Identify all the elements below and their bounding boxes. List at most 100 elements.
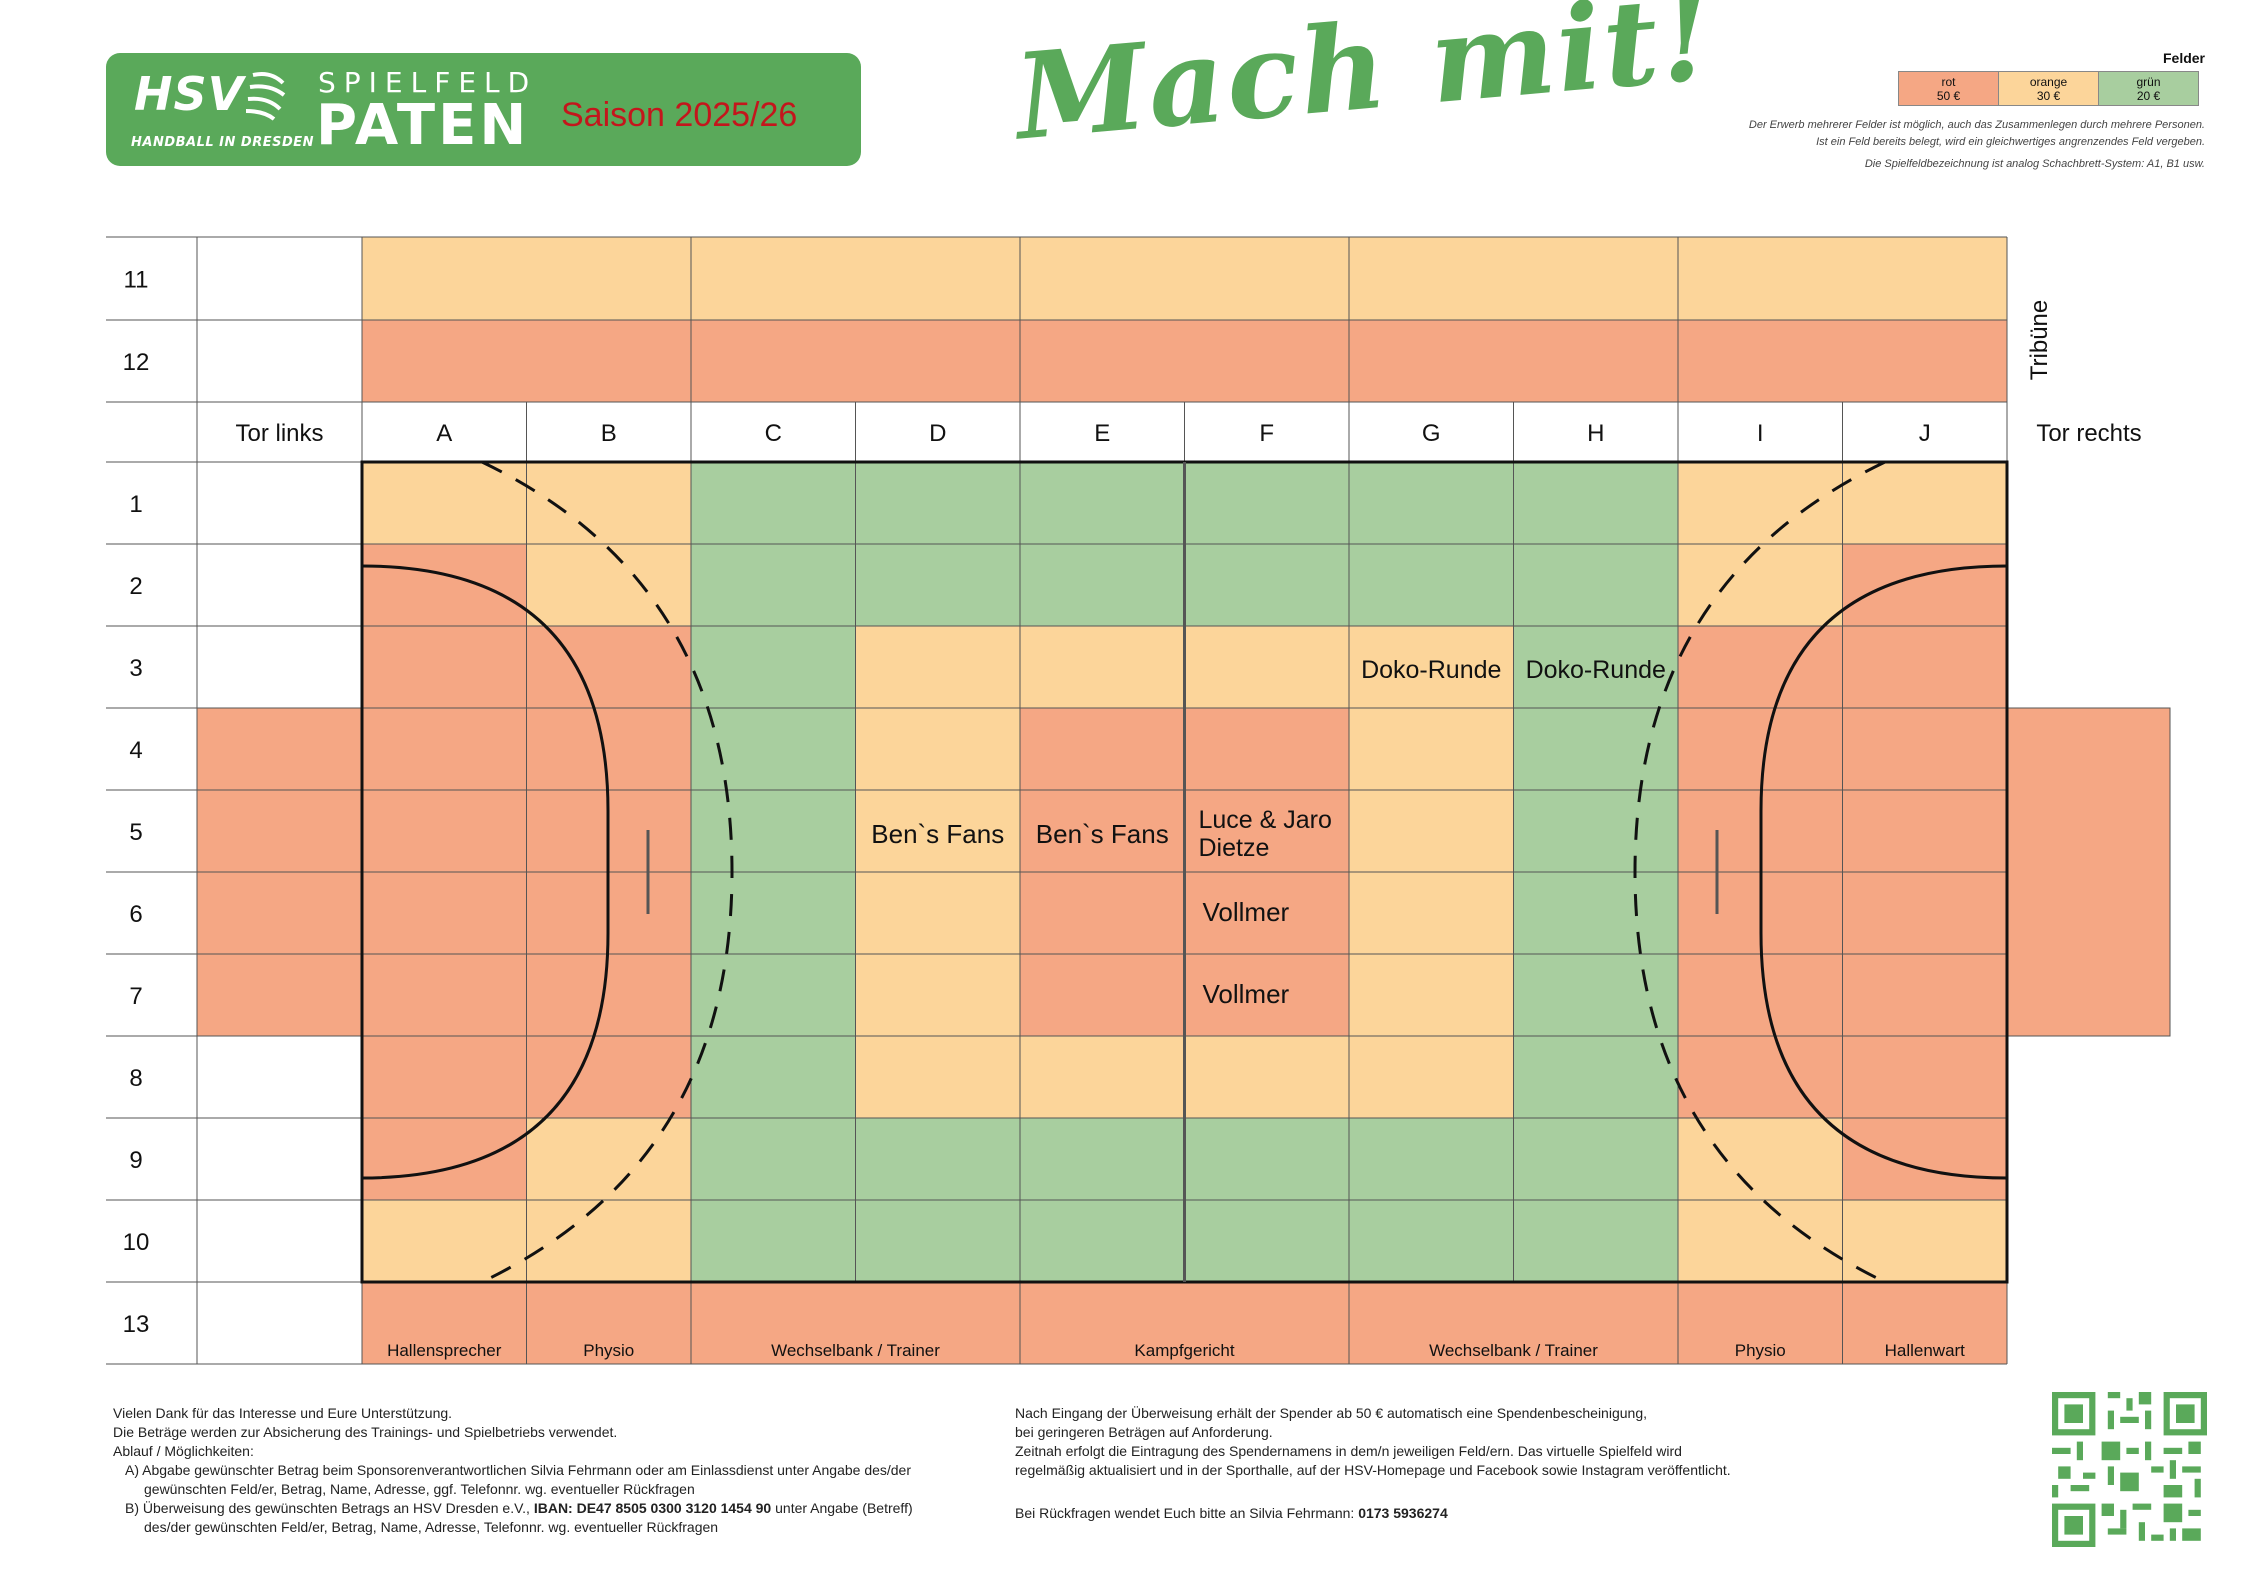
bottom-section-label: Kampfgericht: [1134, 1341, 1234, 1360]
column-header-G: G: [1422, 420, 1441, 447]
field-cell-D10: [855, 1200, 1020, 1282]
qr-code-icon: [2052, 1392, 2207, 1547]
bottom-section-1: [526, 1282, 691, 1364]
field-cell-E7: [1020, 954, 1185, 1036]
legend-notes: Der Erwerb mehrerer Felder ist möglich, …: [1600, 117, 2205, 173]
field-cell-E8: [1020, 1036, 1185, 1118]
field-cell-A3: [362, 626, 527, 708]
field-cell-A6: [362, 872, 527, 954]
field-cell-H6: [1513, 872, 1678, 954]
footer-option-a: A) Abgabe gewünschter Betrag beim Sponso…: [125, 1462, 912, 1497]
legend-title: Felder: [2162, 50, 2205, 66]
footer-usage: Die Beträge werden zur Absicherung des T…: [113, 1424, 618, 1440]
goal-right-label: Tor rechts: [2036, 420, 2141, 447]
goal-area-left: [361, 564, 610, 1180]
field-cell-A4: [362, 708, 527, 790]
column-header-C: C: [765, 420, 782, 447]
bottom-section-6: [1842, 1282, 2007, 1364]
legend-note: Die Spielfeldbezeichnung ist analog Scha…: [1864, 158, 2205, 170]
row-label-13: 13: [123, 1311, 150, 1338]
row-label-1: 1: [129, 491, 142, 518]
column-header-I: I: [1757, 420, 1764, 447]
field-cell-C9: [691, 1118, 856, 1200]
field-cell-D6: [855, 872, 1020, 954]
field-cell-I7: [1678, 954, 1843, 1036]
column-header-D: D: [929, 420, 946, 447]
bottom-section-4: [1349, 1282, 1678, 1364]
field-cell-A7: [362, 954, 527, 1036]
field-cell-C6: [691, 872, 856, 954]
legend-note: Ist ein Feld bereits belegt, wird ein gl…: [1816, 136, 2205, 148]
field-cell-B4: [526, 708, 691, 790]
legend-note: Der Erwerb mehrerer Felder ist möglich, …: [1748, 119, 2205, 131]
field-cell-I8: [1678, 1036, 1843, 1118]
field-cell-G7: [1349, 954, 1514, 1036]
field-cell-H10: [1513, 1200, 1678, 1282]
sponsor-name: Doko-Runde: [1361, 656, 1502, 684]
bottom-section-label: Wechselbank / Trainer: [1429, 1341, 1598, 1360]
column-header-H: H: [1587, 420, 1604, 447]
field-cell-B9: [526, 1118, 691, 1200]
field-cell-A9: [362, 1118, 527, 1200]
field-cell-C5: [691, 790, 856, 872]
field-cell-H9: [1513, 1118, 1678, 1200]
column-header-A: A: [436, 420, 452, 447]
field-cell-J7: [1842, 954, 2007, 1036]
row-label-5: 5: [129, 819, 142, 846]
field-cell-G6: [1349, 872, 1514, 954]
bottom-section-3: [1020, 1282, 1349, 1364]
field-cell-C7: [691, 954, 856, 1036]
footer-process-heading: Ablauf / Möglichkeiten:: [113, 1443, 254, 1459]
field-cell-H1: [1513, 462, 1678, 544]
goal-area-right: [1759, 564, 2008, 1180]
footer-thanks: Vielen Dank für das Interesse und Eure U…: [113, 1405, 453, 1421]
field-cell-E5: [1020, 790, 1185, 872]
field-cell-E10: [1020, 1200, 1185, 1282]
field-cell-A2: [362, 544, 527, 626]
field-cell-J9: [1842, 1118, 2007, 1200]
footer-receipt: Nach Eingang der Überweisung erhält der …: [1015, 1405, 1647, 1421]
field-cell-C8: [691, 1036, 856, 1118]
column-header-J: J: [1919, 420, 1931, 447]
field-cell-E9: [1020, 1118, 1185, 1200]
goal-left-cell-6: [197, 872, 362, 954]
row-label-6: 6: [129, 901, 142, 928]
field-cell-D3: [855, 626, 1020, 708]
bottom-section-5: [1678, 1282, 1843, 1364]
goal-left-cell-4: [197, 708, 362, 790]
field-cell-G9: [1349, 1118, 1514, 1200]
field-cell-J6: [1842, 872, 2007, 954]
field-cell-E6: [1020, 872, 1185, 954]
bottom-section-label: Physio: [1735, 1341, 1786, 1360]
field-cell-H3: [1513, 626, 1678, 708]
header-banner: HSV HANDBALL IN DRESDEN SPIELFELD PATEN …: [106, 53, 861, 166]
row-label-11: 11: [124, 267, 149, 294]
field-cell-C3: [691, 626, 856, 708]
field-cell-C10: [691, 1200, 856, 1282]
field-cell-B10: [526, 1200, 691, 1282]
goal-right-cell-7: [2007, 954, 2170, 1036]
logo-subtitle: HANDBALL IN DRESDEN: [131, 135, 315, 150]
field-cell-D7: [855, 954, 1020, 1036]
field-cell-J10: [1842, 1200, 2007, 1282]
footer-left: Vielen Dank für das Interesse und Eure U…: [113, 1404, 973, 1537]
sponsor-name: Vollmer: [1202, 979, 1290, 1009]
bottom-section-label: Hallenwart: [1885, 1341, 1966, 1360]
field-cell-A1: [362, 462, 527, 544]
field-cell-F10: [1184, 1200, 1349, 1282]
row-label-9: 9: [129, 1147, 142, 1174]
field-cell-H8: [1513, 1036, 1678, 1118]
row-11-fill: [362, 237, 2007, 320]
stand-label: Tribüne: [2026, 300, 2053, 380]
field-cell-D8: [855, 1036, 1020, 1118]
field-cell-A5: [362, 790, 527, 872]
bottom-section-2: [691, 1282, 1020, 1364]
field-cell-F3: [1184, 626, 1349, 708]
field-cell-D2: [855, 544, 1020, 626]
field-cell-H2: [1513, 544, 1678, 626]
field-cell-G2: [1349, 544, 1514, 626]
goal-right-cell-5: [2007, 790, 2170, 872]
field-cell-A10: [362, 1200, 527, 1282]
